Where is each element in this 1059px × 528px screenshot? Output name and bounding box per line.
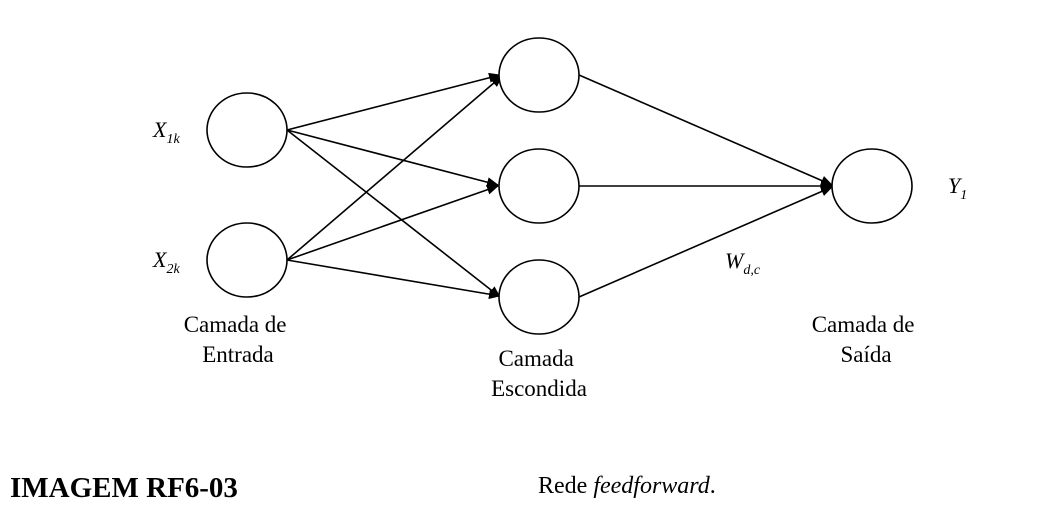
caption-prefix: Rede	[538, 473, 594, 499]
figure-caption: Rede feedforward.	[538, 473, 716, 500]
hidden-node-1	[498, 37, 580, 113]
edge-x2-h1	[286, 75, 503, 261]
input-node-2	[206, 222, 288, 298]
hidden-node-3	[498, 259, 580, 335]
input-label-x1k: X1k	[152, 117, 180, 147]
hidden-node-2	[498, 148, 580, 224]
edge-h1-y1	[578, 74, 833, 186]
input-node-1	[206, 92, 288, 168]
output-node	[831, 148, 913, 224]
input-layer-label: Camada de Entrada	[184, 312, 293, 367]
edge-x1-h1	[286, 72, 501, 131]
caption-suffix: .	[709, 473, 716, 499]
edge-x1-h3	[286, 129, 501, 298]
edge-h3-y1	[578, 186, 833, 298]
input-label-x2k: X2k	[152, 247, 180, 277]
edge-x2-h3	[286, 259, 501, 300]
caption-emphasis: feedforward	[593, 473, 710, 499]
output-label-y1: Y1	[948, 173, 967, 203]
figure-id: IMAGEM RF6-03	[10, 472, 238, 504]
hidden-layer-label: Camada Escondida	[491, 346, 587, 401]
weight-label-wdc: Wd,c	[725, 248, 761, 278]
edge-x1-h2	[286, 129, 499, 188]
edge-x2-h2	[286, 184, 499, 261]
output-layer-label: Camada de Saída	[812, 312, 921, 367]
